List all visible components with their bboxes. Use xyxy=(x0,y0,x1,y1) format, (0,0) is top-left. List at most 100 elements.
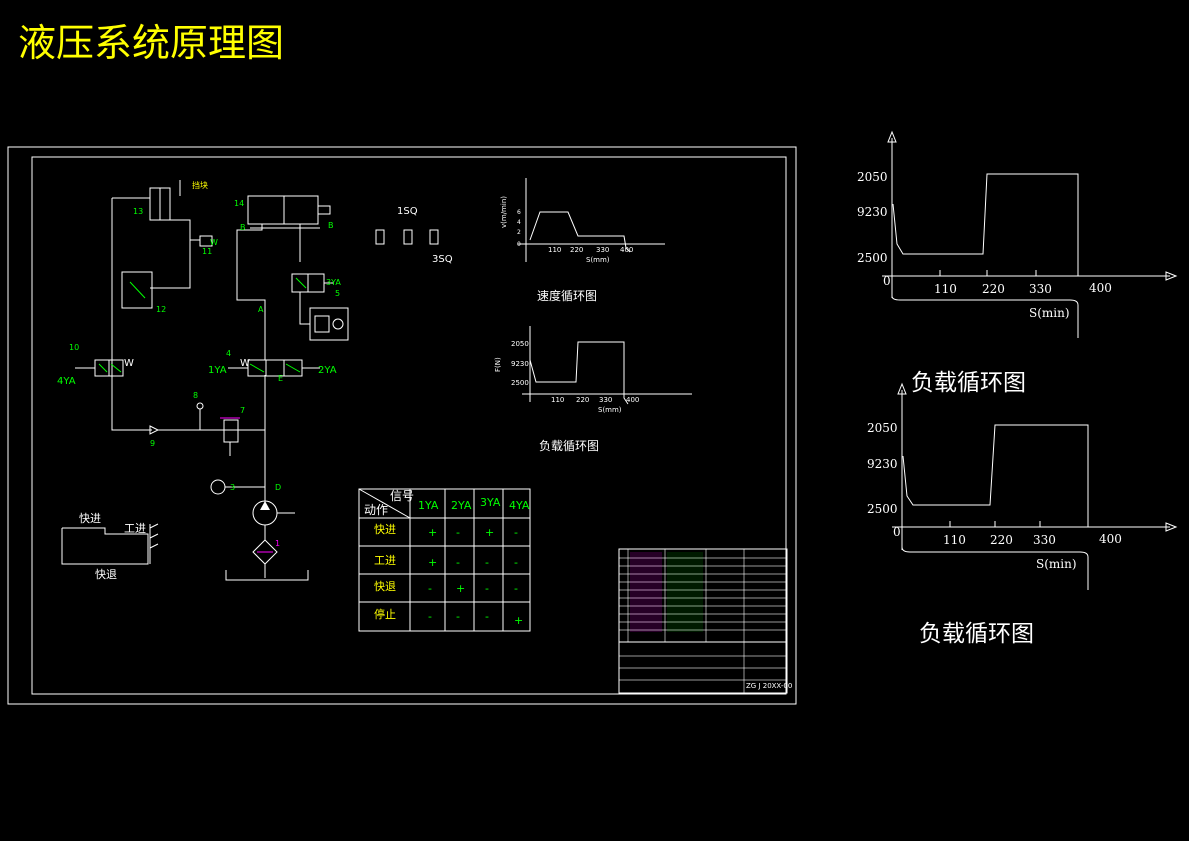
svg-text:B: B xyxy=(240,223,246,232)
title-block: ZG J 20XX-00 xyxy=(618,548,792,694)
speed-ytick-6: 6 xyxy=(517,209,521,216)
sequence-valve-12 xyxy=(121,271,153,309)
load2-xtick-330: 330 xyxy=(1033,533,1056,547)
fast-forward-label: 快进 xyxy=(79,512,101,525)
speed-chart-title: 速度循环图 xyxy=(537,288,597,303)
load2-ytick-2050: 2050 xyxy=(867,421,898,435)
speed-xtick-400: 400 xyxy=(620,246,633,254)
svg-text:9: 9 xyxy=(150,439,155,448)
table-cell: - xyxy=(456,556,460,569)
speed-ytick-2: 2 xyxy=(517,229,521,236)
load-small-ylabel: F(N) xyxy=(494,357,502,372)
switch-1sq-label: 1SQ xyxy=(397,206,418,217)
inner-frame xyxy=(31,156,787,695)
table-cell: - xyxy=(514,526,518,539)
load-small-xtick-330: 330 xyxy=(599,396,612,404)
relief-valve-7 xyxy=(223,419,239,443)
table-cell: - xyxy=(456,610,460,623)
load2-ytick-9230: 9230 xyxy=(867,457,898,471)
svg-text:13: 13 xyxy=(133,207,143,216)
table-col-1ya: 1YA xyxy=(418,499,439,512)
table-header-signal: 信号 xyxy=(390,489,414,503)
table-cell: - xyxy=(514,582,518,595)
load-small-ytick-2500: 2500 xyxy=(511,379,529,387)
table-cell: + xyxy=(428,556,437,569)
load1-xtick-110: 110 xyxy=(934,282,957,296)
check-valve-9 xyxy=(149,425,160,435)
pressure-gauge-3 xyxy=(210,479,226,495)
load2-title: 负载循环图 xyxy=(919,621,1034,647)
table-col-3ya: 3YA xyxy=(480,496,501,509)
table-header-action: 动作 xyxy=(364,503,388,517)
load1-xtick-400: 400 xyxy=(1089,281,1112,295)
table-cell: + xyxy=(485,526,494,539)
svg-text:D: D xyxy=(275,483,281,492)
load1-ytick-9230: 9230 xyxy=(857,205,888,219)
table-cell: - xyxy=(456,526,460,539)
hydraulic-cylinder-14 xyxy=(247,195,319,225)
page-title: 液压系统原理图 xyxy=(18,21,284,65)
svg-text:8: 8 xyxy=(193,391,198,400)
schematic-labels: 13 14 10 4 8 7 9 3 12 11 5 1 A B B D E 挡… xyxy=(69,180,341,548)
limit-switch-2sq xyxy=(403,229,413,245)
svg-text:A: A xyxy=(258,305,264,314)
load-small-ytick-9230: 9230 xyxy=(511,360,529,368)
load2-xlabel: S(min) xyxy=(1036,557,1077,571)
svg-text:5: 5 xyxy=(335,289,340,298)
load2-ytick-2500: 2500 xyxy=(867,502,898,516)
table-cell: + xyxy=(456,582,465,595)
hydraulic-schematic xyxy=(75,180,439,581)
svg-text:挡块: 挡块 xyxy=(192,180,208,190)
solenoid-1ya-label: 1YA xyxy=(208,365,227,376)
load-small-title: 负载循环图 xyxy=(539,439,599,453)
solenoid-4ya-label: 4YA xyxy=(57,376,76,387)
svg-text:14: 14 xyxy=(234,199,244,208)
speed-ytick-0: 0 xyxy=(517,241,521,248)
load2-xtick-220: 220 xyxy=(990,533,1013,547)
speed-chart-xlabel: S(mm) xyxy=(586,256,610,264)
table-cell: + xyxy=(428,526,437,539)
load-small-xtick-220: 220 xyxy=(576,396,589,404)
load2-xtick-0: 0 xyxy=(893,525,901,539)
signal-table: 信号 动作 1YA 2YA 3YA 4YA 快进 工进 快退 停止 + - + … xyxy=(358,488,531,632)
speed-xtick-220: 220 xyxy=(570,246,583,254)
spring-w-label-2: W xyxy=(240,358,250,369)
load-chart-large-2: 2050 9230 2500 0 110 220 330 400 S(min) … xyxy=(867,382,1178,647)
svg-text:10: 10 xyxy=(69,343,79,352)
table-cell: - xyxy=(485,610,489,623)
solenoid-2ya-label: 2YA xyxy=(318,365,337,376)
table-col-4ya: 4YA xyxy=(509,499,530,512)
limit-switch-1sq xyxy=(375,229,385,245)
load-chart-small: F(N) 2050 9230 2500 110 220 330 400 S(mm… xyxy=(494,326,692,453)
load-small-xtick-110: 110 xyxy=(551,396,564,404)
load1-xlabel: S(min) xyxy=(1029,306,1070,320)
svg-text:12: 12 xyxy=(156,305,166,314)
spring-w-label: W xyxy=(124,358,134,369)
table-row-label: 快退 xyxy=(374,580,396,593)
switch-3sq-label: 3SQ xyxy=(432,254,453,265)
speed-xtick-110: 110 xyxy=(548,246,561,254)
svg-text:W: W xyxy=(210,238,218,247)
speed-xtick-330: 330 xyxy=(596,246,609,254)
load-chart-large-1: 2050 9230 2500 0 110 220 330 400 S(min) … xyxy=(857,130,1178,396)
load2-xtick-400: 400 xyxy=(1099,532,1122,546)
table-cell: - xyxy=(485,582,489,595)
svg-text:E: E xyxy=(278,374,283,383)
load-small-xlabel: S(mm) xyxy=(598,406,622,414)
table-row-label: 工进 xyxy=(374,554,396,567)
drawing-number: ZG J 20XX-00 xyxy=(746,682,792,690)
table-row-label: 快进 xyxy=(374,523,396,536)
table-cell: - xyxy=(485,556,489,569)
load1-xtick-0: 0 xyxy=(883,274,891,288)
table-row-label: 停止 xyxy=(374,607,396,621)
work-feed-label: 工进 xyxy=(124,522,146,535)
speed-chart: v(m/min) 110 220 330 400 6 4 2 0 S(mm) 速… xyxy=(500,178,665,303)
load1-ytick-2050: 2050 xyxy=(857,170,888,184)
load1-ytick-2500: 2500 xyxy=(857,251,888,265)
table-cell: - xyxy=(428,582,432,595)
check-valve-11 xyxy=(199,235,213,247)
motion-diagram: 快进 工进 快退 xyxy=(61,512,159,581)
load2-xtick-110: 110 xyxy=(943,533,966,547)
tank xyxy=(225,570,309,581)
